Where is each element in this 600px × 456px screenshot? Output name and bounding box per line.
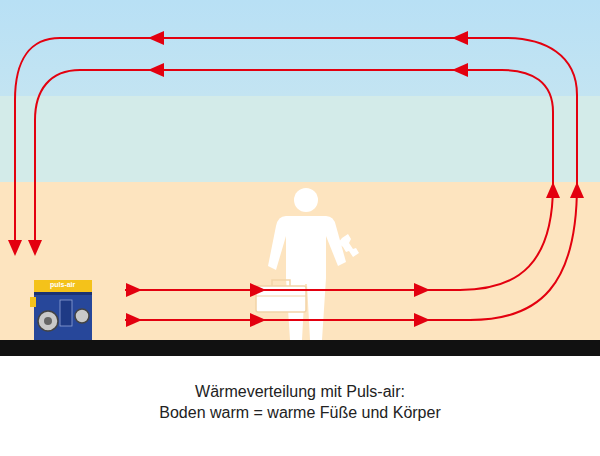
air-flow	[15, 38, 577, 320]
floor	[0, 340, 600, 356]
air-band	[0, 96, 600, 182]
caption-line: Boden warm = warme Füße und Körper	[0, 404, 600, 422]
warm-band	[0, 182, 600, 340]
worker-figure	[268, 188, 359, 340]
heater-unit	[30, 280, 92, 340]
caption-line: Wärmeverteilung mit Puls-air:	[0, 383, 600, 401]
arrow-heads	[8, 31, 584, 327]
sky-band	[0, 0, 600, 96]
toolbox	[256, 280, 306, 312]
logo-text: puls-air	[50, 281, 75, 288]
